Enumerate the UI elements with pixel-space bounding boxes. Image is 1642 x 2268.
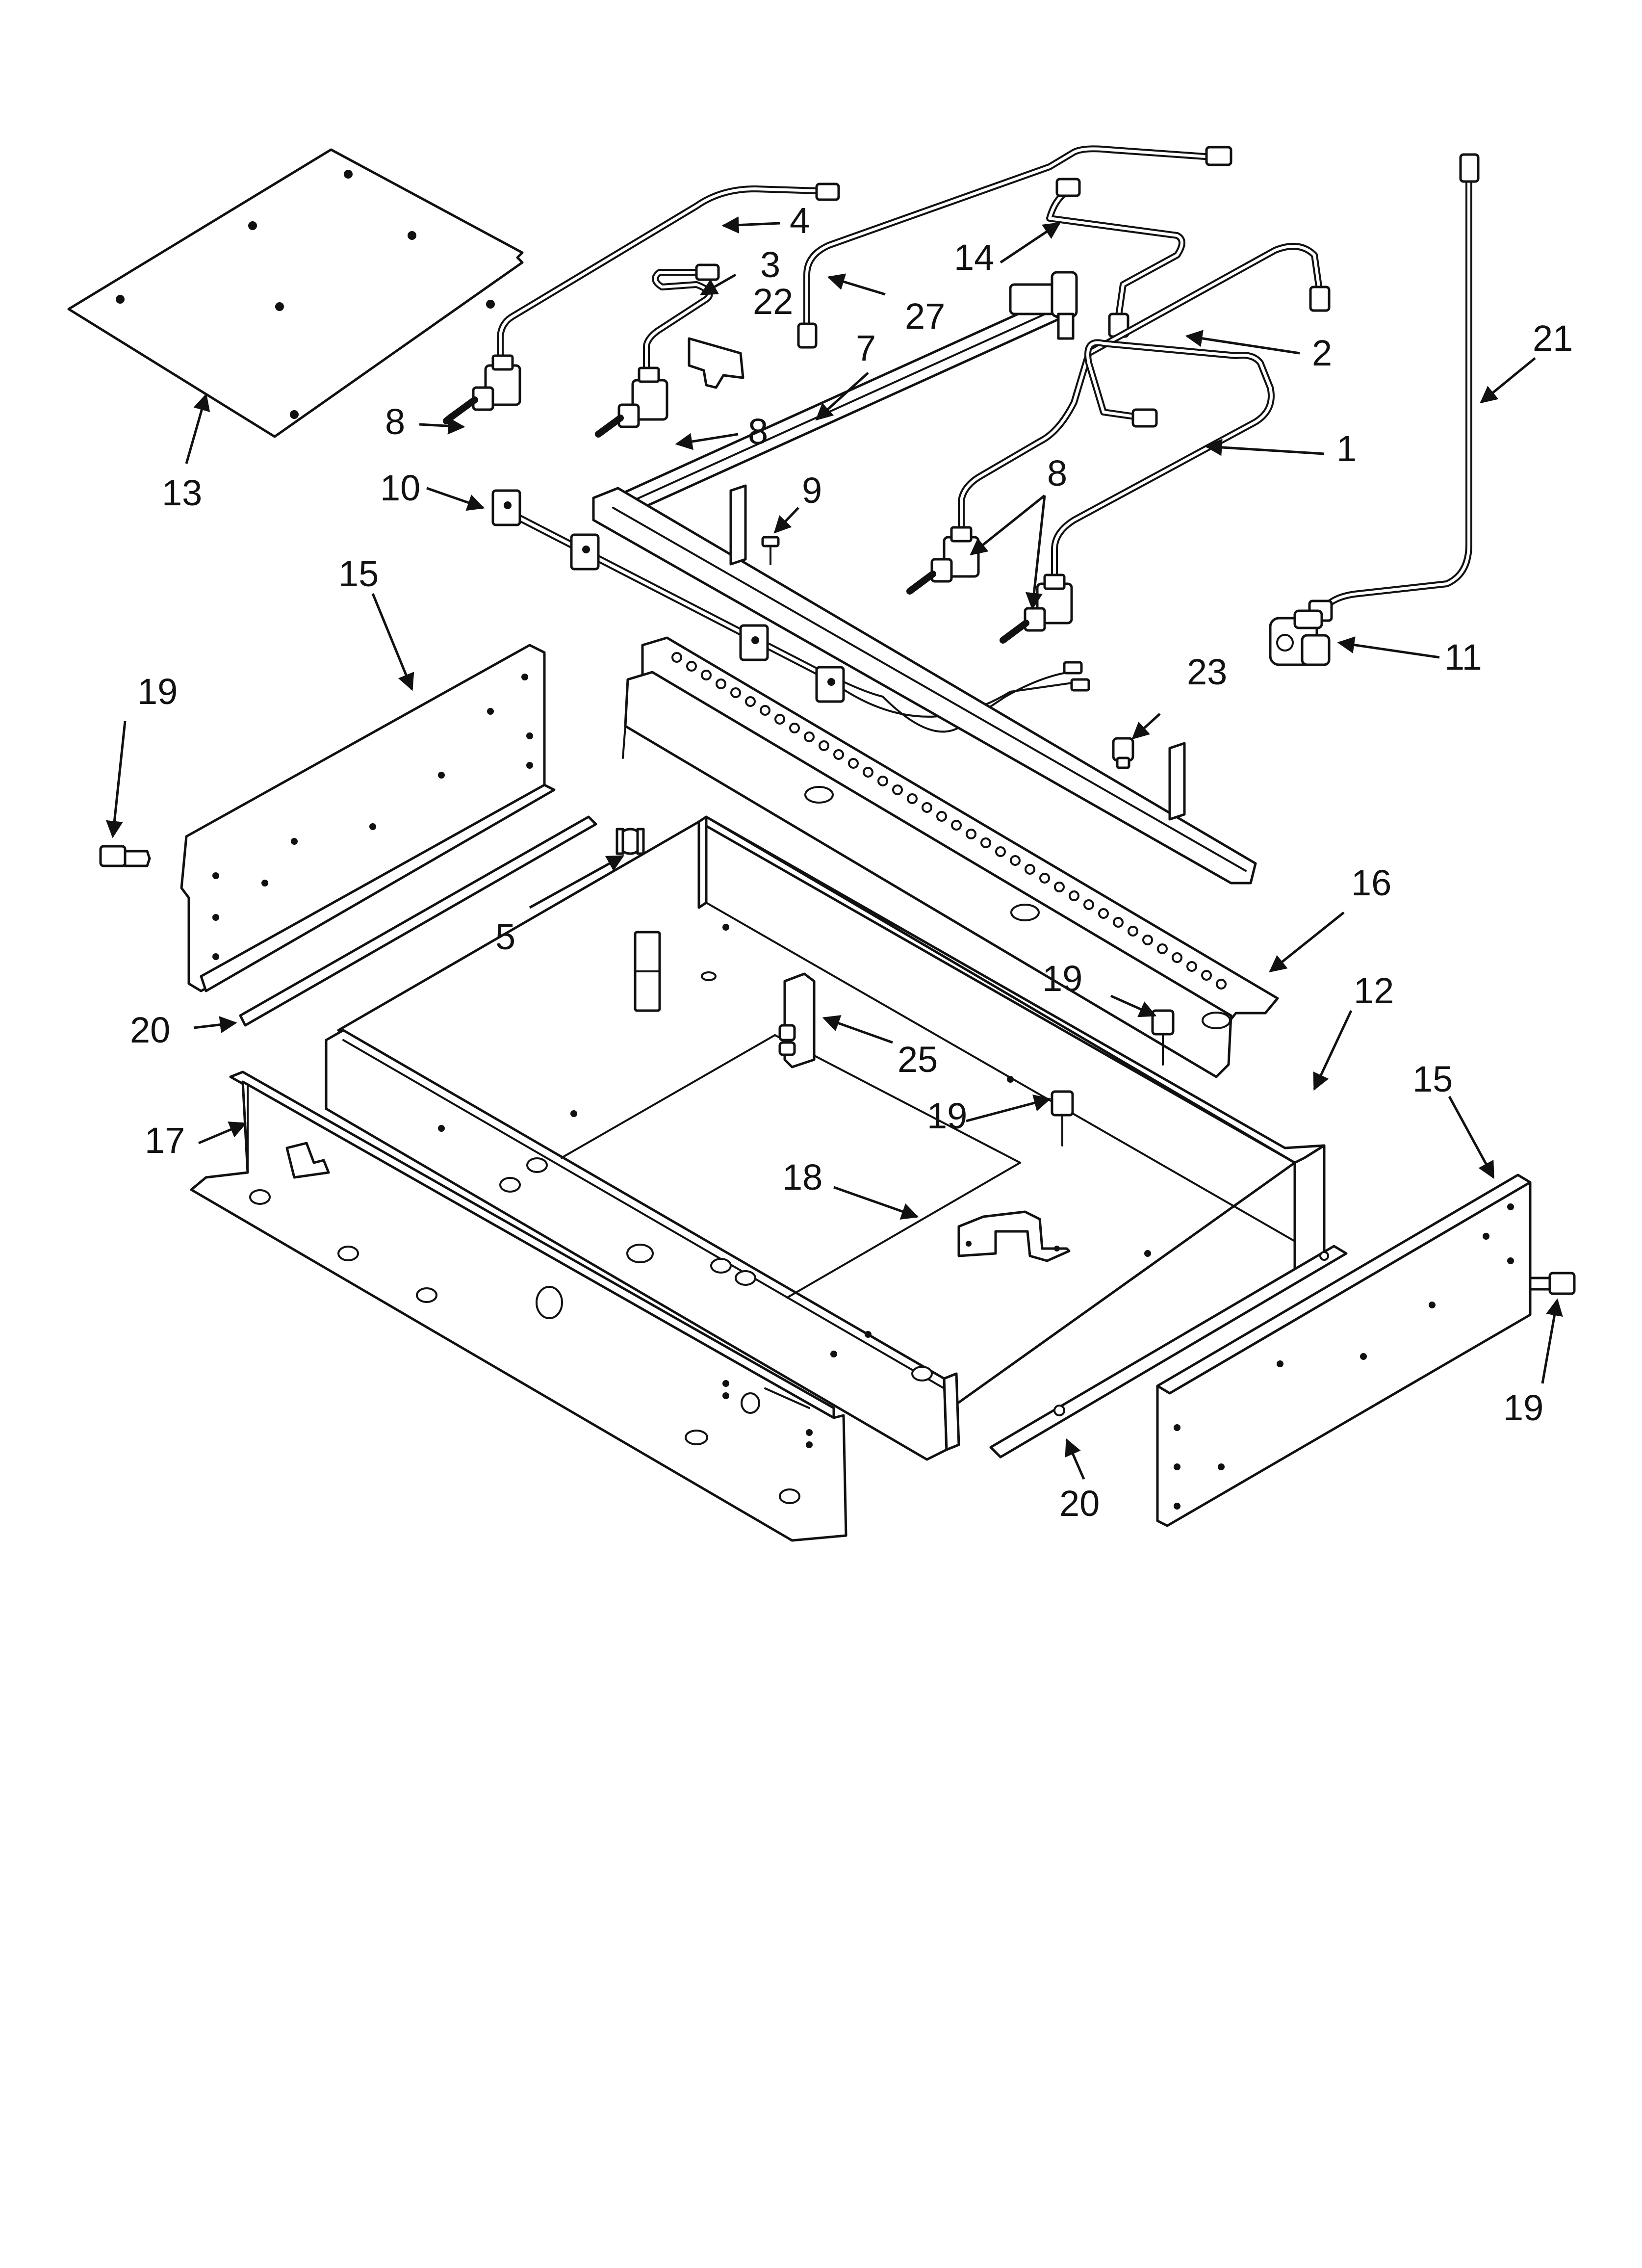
part-22-bracket — [688, 337, 744, 389]
callout-5: 5 — [495, 916, 515, 957]
part-21-gas-tube — [1308, 153, 1480, 622]
part-19-screw — [1051, 1090, 1074, 1147]
callout-9: 9 — [802, 470, 822, 511]
callout-20: 20 — [1059, 1483, 1100, 1524]
part-10-ignition-switch-harness — [491, 489, 1090, 733]
callout-20: 20 — [130, 1010, 170, 1050]
callout-1: 1 — [1336, 428, 1357, 469]
callout-8: 8 — [748, 411, 768, 452]
callout-12: 12 — [1354, 970, 1394, 1011]
callout-23: 23 — [1187, 652, 1227, 692]
part-8-valve — [906, 526, 980, 595]
callout-21: 21 — [1533, 318, 1573, 359]
callout-15: 15 — [338, 553, 379, 594]
part-20-trim-strip-left — [239, 815, 597, 1027]
callout-10: 10 — [380, 468, 420, 508]
burner-port-row — [671, 652, 1227, 990]
part-4-gas-tube — [497, 182, 840, 366]
part-18-bracket — [957, 1210, 1071, 1262]
callout-16: 16 — [1351, 862, 1391, 903]
part-19-screw — [1526, 1272, 1576, 1295]
part-19-screw — [1151, 1009, 1175, 1066]
part-9-screw — [761, 536, 780, 565]
chassis-front-rail — [325, 1029, 960, 1461]
callout-25: 25 — [898, 1039, 938, 1080]
callout-labels: 1 2 3 4 5 7 8 8 8 9 10 11 12 13 14 15 15… — [130, 200, 1573, 1524]
part-15-side-panel-right — [1156, 1173, 1532, 1527]
part-15-side-panel-left — [180, 644, 556, 992]
part-12-chassis-tray — [325, 815, 1326, 1461]
callout-22: 22 — [753, 281, 793, 322]
part-25-spark-module — [778, 972, 816, 1069]
callout-14: 14 — [954, 237, 994, 278]
callout-17: 17 — [145, 1120, 185, 1161]
callout-19: 19 — [1042, 958, 1082, 999]
callout-2: 2 — [1312, 333, 1332, 373]
part-13-cover-sheet — [67, 148, 524, 438]
callout-8: 8 — [1047, 453, 1067, 494]
part-2-gas-tube — [958, 243, 1331, 533]
callout-19: 19 — [927, 1095, 967, 1136]
part-11-regulator — [1269, 609, 1331, 666]
part-19-screw — [99, 845, 151, 867]
callout-19: 19 — [1503, 1387, 1543, 1428]
callout-27: 27 — [905, 296, 945, 337]
callout-18: 18 — [782, 1157, 822, 1198]
part-20-trim-strip-right — [989, 1245, 1348, 1459]
part-17-front-panel — [190, 1070, 847, 1542]
part-8-valve — [595, 366, 668, 438]
callout-7: 7 — [856, 328, 876, 368]
part-27-gas-tube — [797, 145, 1232, 349]
callout-15: 15 — [1412, 1059, 1453, 1099]
callout-19: 19 — [137, 671, 178, 712]
part-16-burner-box — [622, 636, 1279, 1078]
leader-lines — [105, 216, 1563, 1480]
callout-3: 3 — [760, 244, 780, 285]
part-8-valve — [443, 354, 521, 424]
callout-13: 13 — [162, 472, 202, 513]
callout-4: 4 — [790, 200, 810, 241]
part-1-gas-tube — [1051, 339, 1275, 582]
burner-support-bar — [592, 484, 1257, 885]
part-8-valve — [1000, 574, 1073, 644]
part-5-limit-switch — [616, 828, 661, 1012]
callout-8: 8 — [385, 401, 405, 442]
part-23-orifice — [1112, 737, 1134, 769]
callout-11: 11 — [1444, 637, 1482, 678]
